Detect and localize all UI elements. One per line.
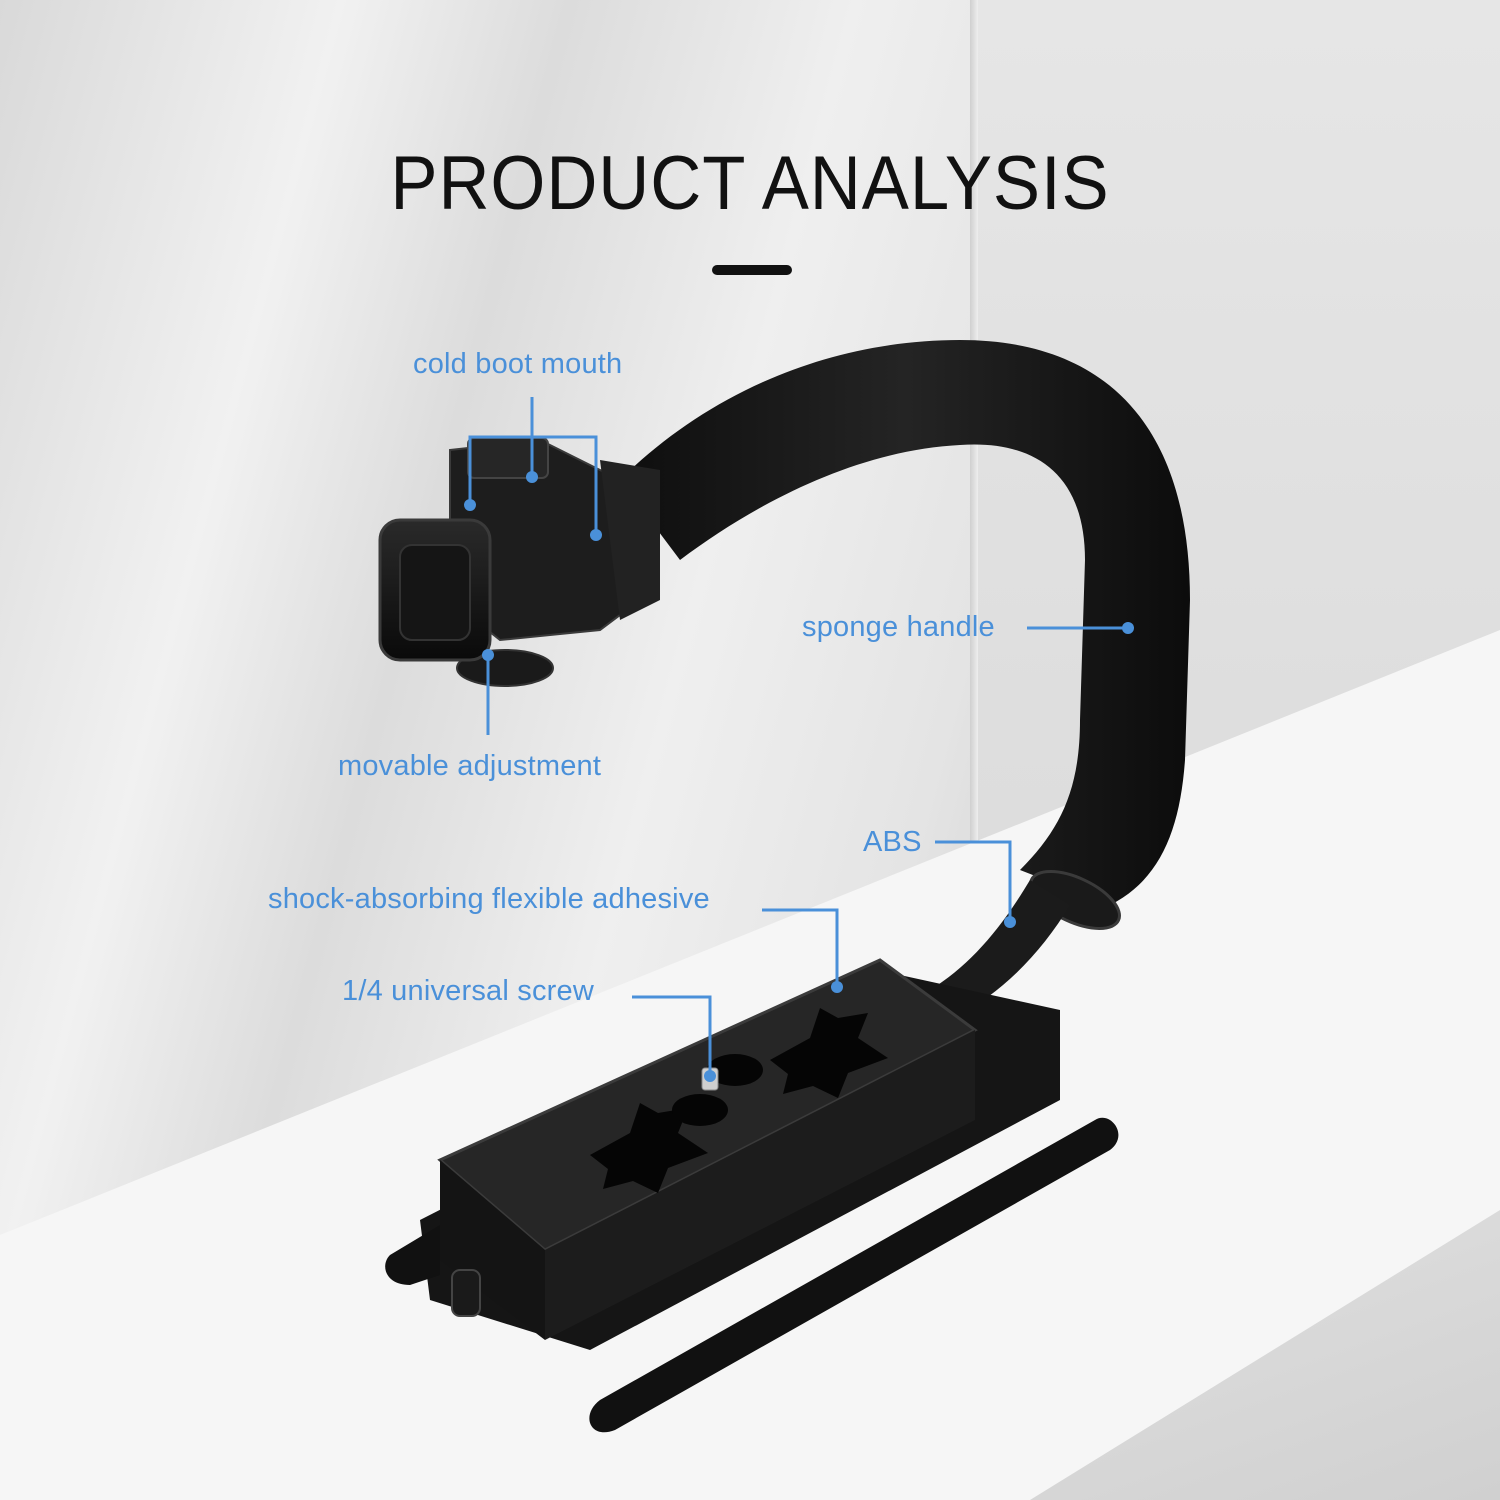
- label-abs: ABS: [863, 826, 922, 858]
- abs-elbow: [930, 870, 1121, 1020]
- sponge-handle: [620, 340, 1190, 905]
- callout-dots: [464, 471, 1134, 1082]
- wall-corner-edge: [970, 0, 978, 1500]
- label-shock-absorbing-adhesive: shock-absorbing flexible adhesive: [268, 883, 710, 915]
- base-plate: [385, 958, 1119, 1433]
- title-underline: [712, 265, 792, 275]
- label-movable-adjustment: movable adjustment: [338, 750, 602, 782]
- label-universal-screw: 1/4 universal screw: [342, 975, 595, 1007]
- leader-lines: [468, 397, 1128, 1076]
- cold-shoe-mount: [378, 437, 660, 687]
- page-title: PRODUCT ANALYSIS: [390, 141, 1110, 226]
- label-cold-boot-mouth: cold boot mouth: [413, 348, 623, 380]
- label-sponge-handle: sponge handle: [802, 611, 995, 643]
